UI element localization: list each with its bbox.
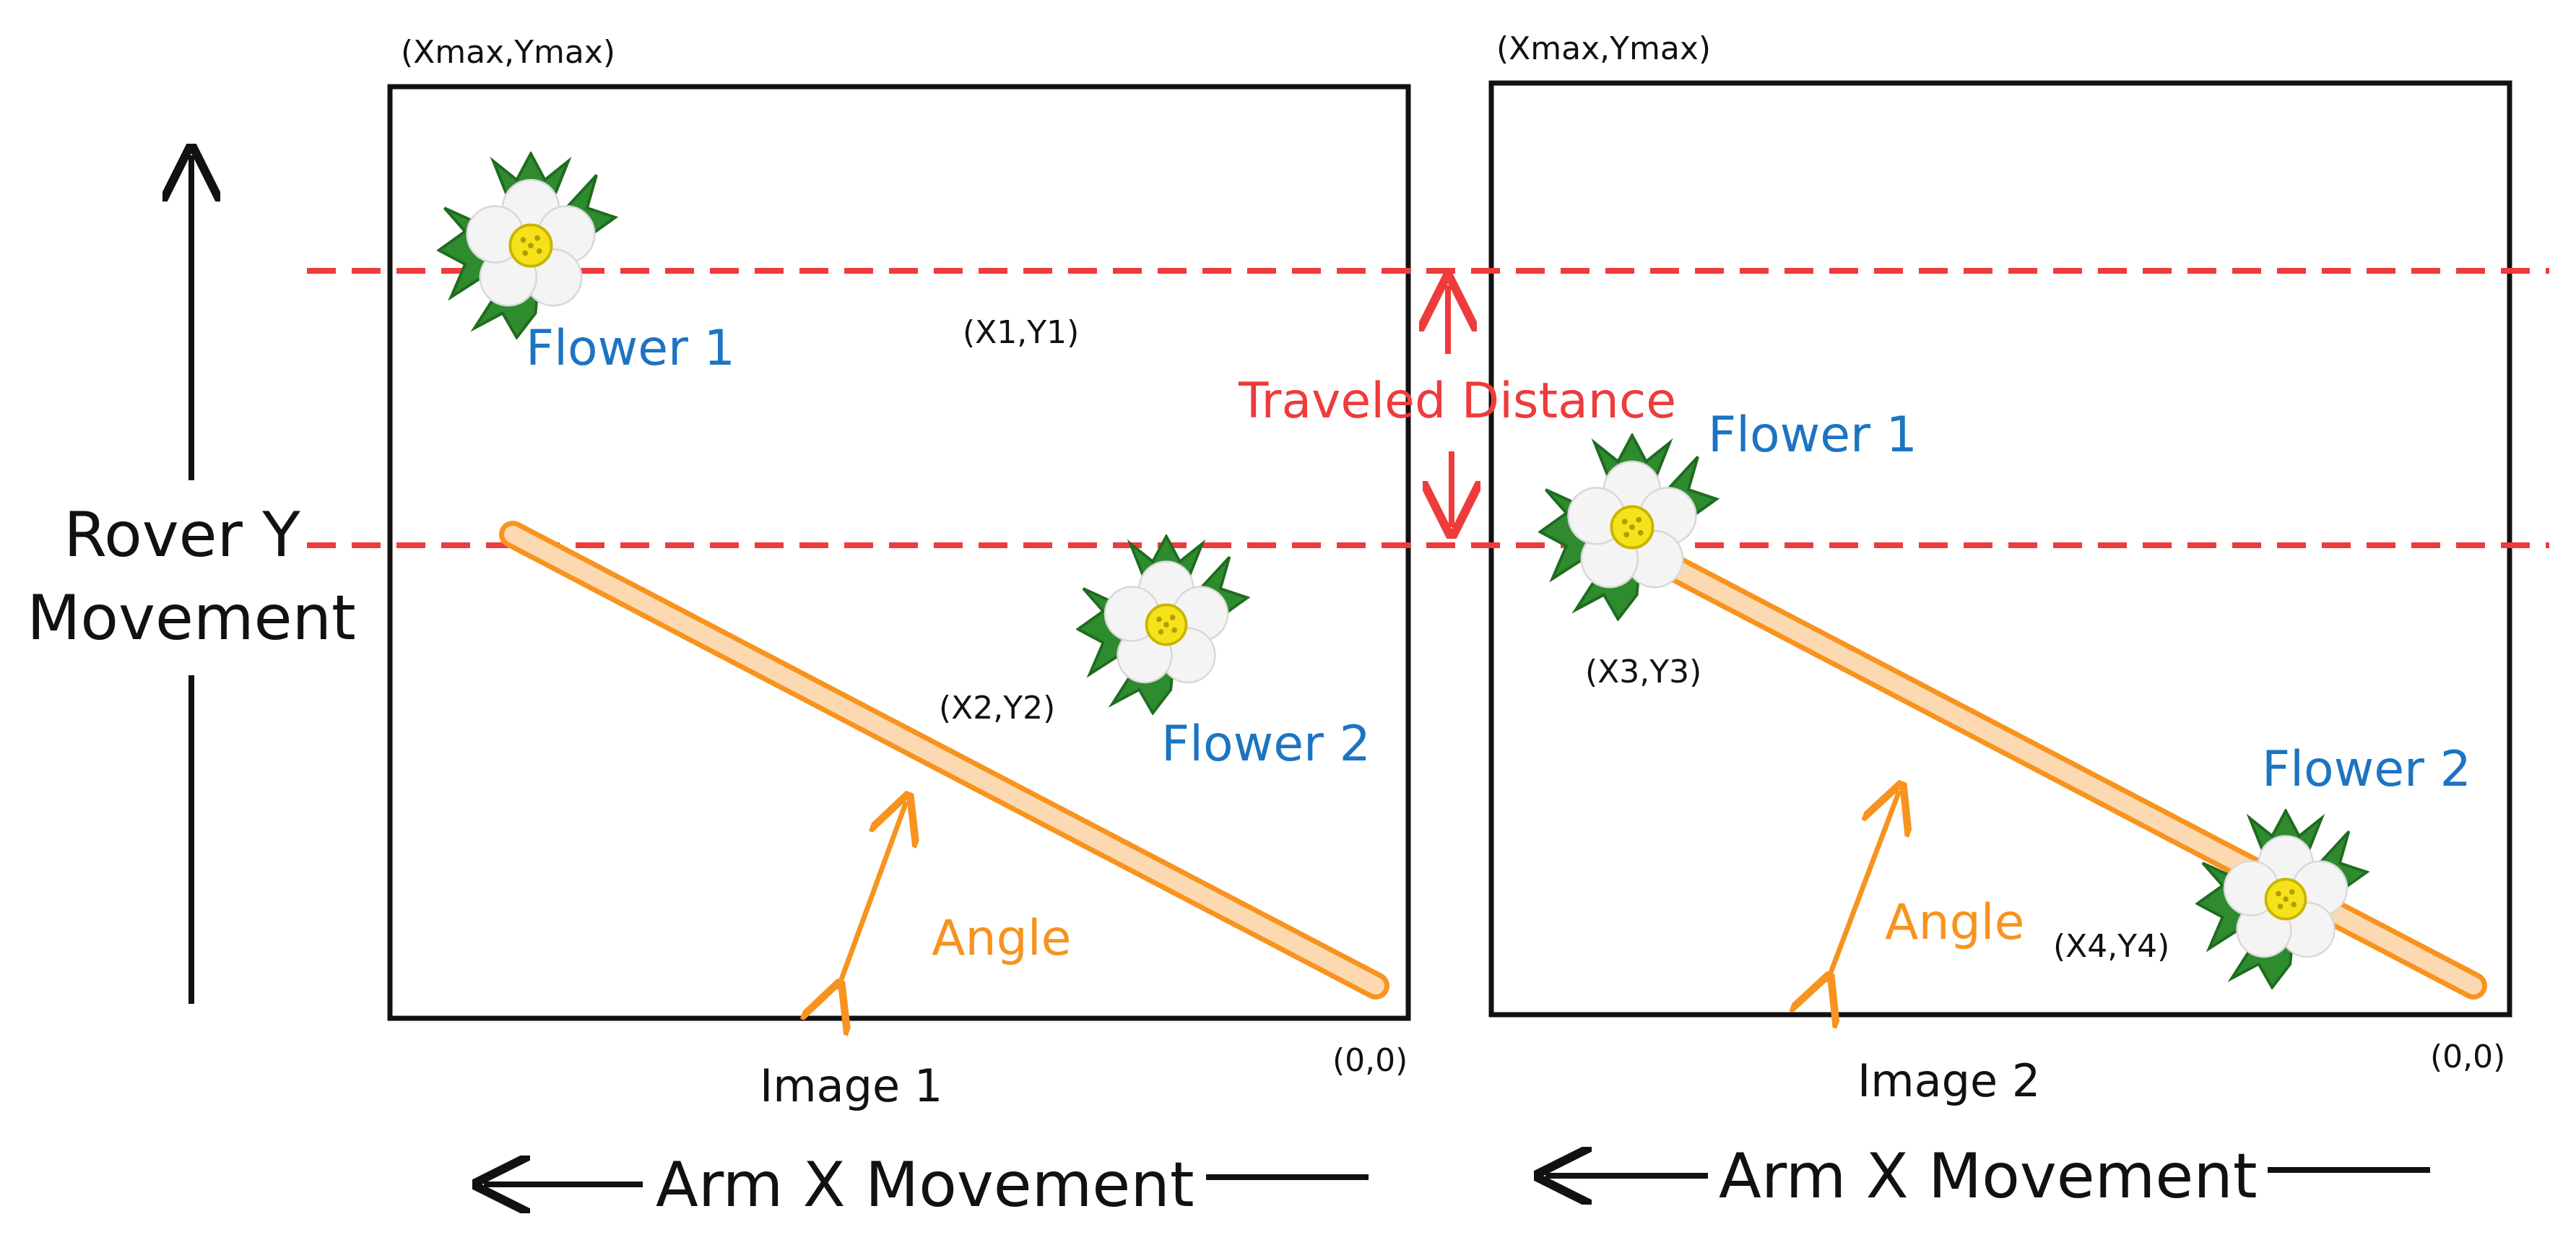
image2-angle-arrow bbox=[1827, 791, 1899, 982]
image1-angle-label: Angle bbox=[932, 910, 1072, 967]
image1-corner-origin: (0,0) bbox=[1332, 1042, 1408, 1079]
arm-label-left: Arm X Movement bbox=[656, 1149, 1194, 1221]
image2-corner-origin: (0,0) bbox=[2430, 1039, 2505, 1075]
image2-corner-max: (Xmax,Ymax) bbox=[1496, 30, 1711, 67]
image1-flower2-icon bbox=[1076, 534, 1249, 715]
image1-flower1-label: Flower 1 bbox=[526, 320, 735, 377]
image2-flower2-icon bbox=[2195, 809, 2369, 989]
image1-arm-fill bbox=[504, 526, 1384, 994]
image1-flower1-icon bbox=[437, 152, 617, 339]
image1-flower1-coord: (X1,Y1) bbox=[963, 314, 1079, 351]
arm-label-right: Arm X Movement bbox=[1719, 1140, 2258, 1213]
image2-frame bbox=[1488, 80, 2512, 1018]
image1-flower2-label: Flower 2 bbox=[1161, 716, 1371, 773]
image2-angle-label: Angle bbox=[1885, 894, 2025, 951]
image2-flower2-coord: (X4,Y4) bbox=[2053, 928, 2169, 965]
image2-flower1-label: Flower 1 bbox=[1708, 407, 1917, 464]
image1-flower2-coord: (X2,Y2) bbox=[939, 690, 1055, 727]
rover-label-line2: Movement bbox=[27, 582, 356, 654]
rover-label-line1: Rover Y bbox=[64, 499, 300, 571]
image2-caption: Image 2 bbox=[1857, 1054, 2040, 1107]
image2-flower1-coord: (X3,Y3) bbox=[1585, 654, 1701, 690]
traveled-distance-label: Traveled Distance bbox=[1238, 373, 1676, 430]
image1-corner-max: (Xmax,Ymax) bbox=[401, 34, 615, 71]
image1-angle-arrow bbox=[838, 802, 906, 989]
image2-flower2-label: Flower 2 bbox=[2262, 741, 2471, 798]
image1-caption: Image 1 bbox=[760, 1059, 942, 1112]
